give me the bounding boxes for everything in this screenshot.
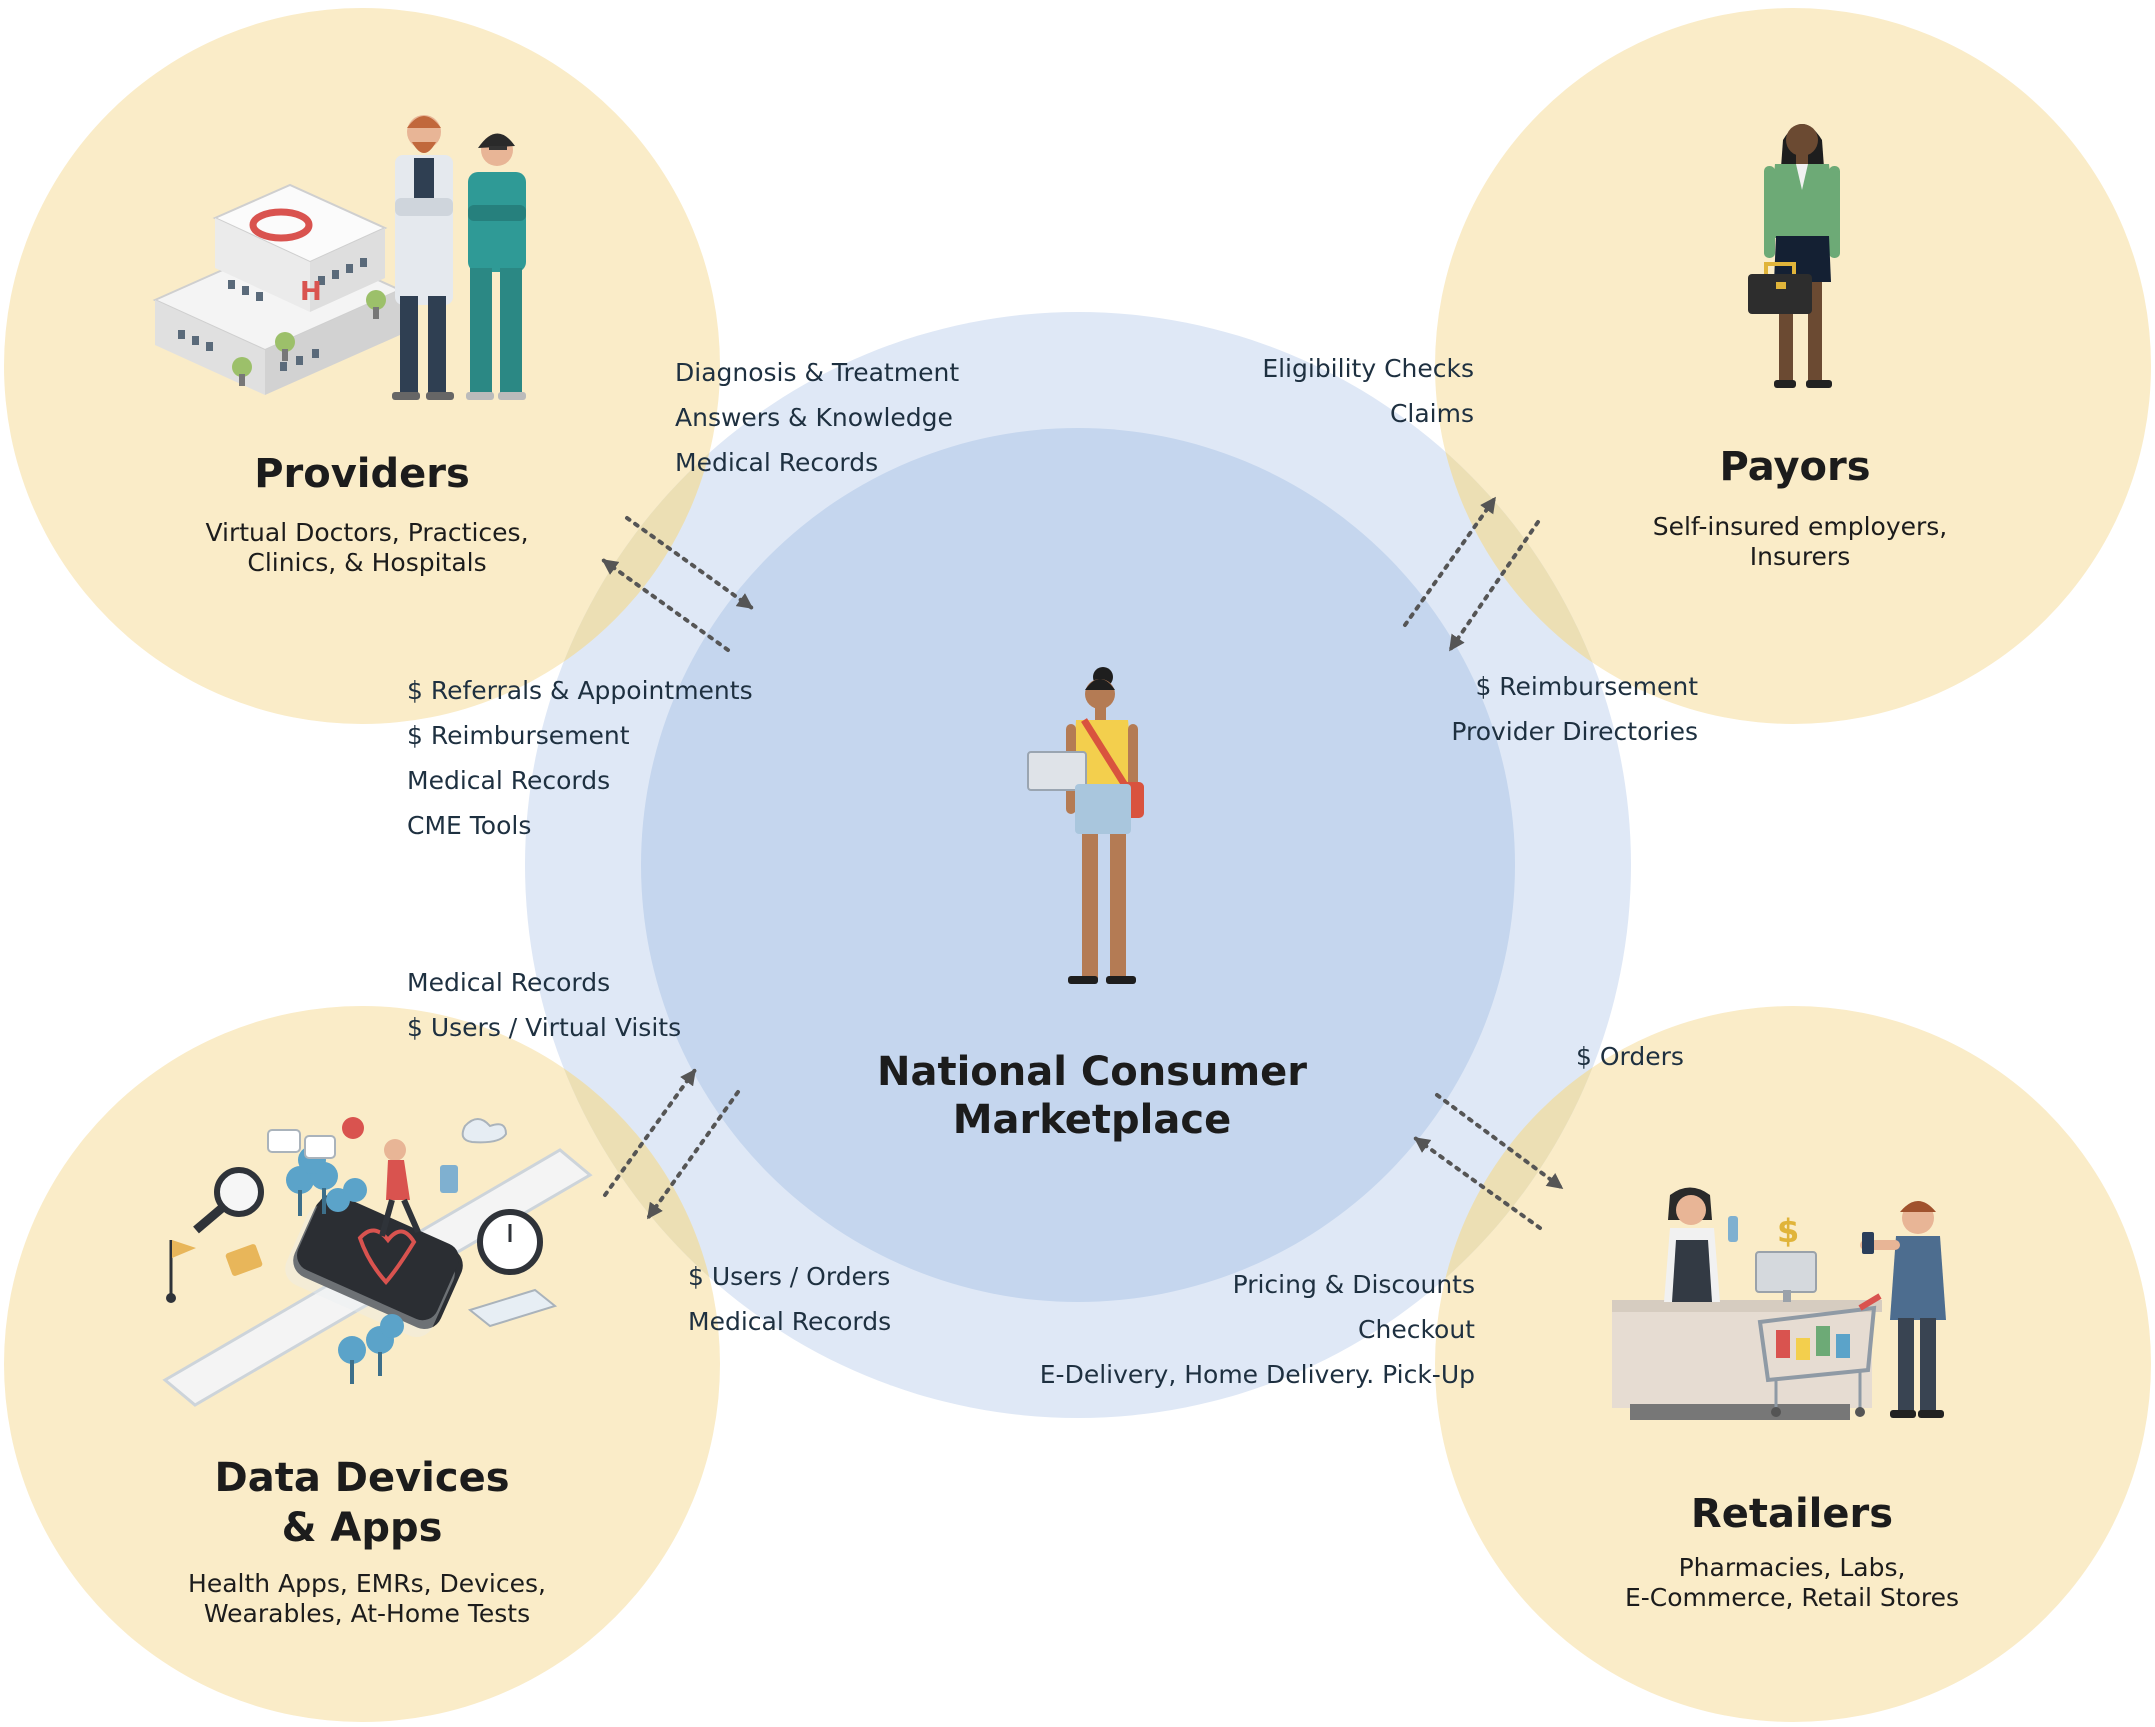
flow-item: Eligibility Checks <box>1262 354 1474 383</box>
providers-to-marketplace-arrow <box>625 516 754 610</box>
flow-item: Diagnosis & Treatment <box>675 358 960 387</box>
flow-item: Medical Records <box>407 968 611 997</box>
flow-item: Claims <box>1389 399 1474 428</box>
marketplace-to-payors-arrow <box>1403 496 1497 627</box>
svg-text:H: H <box>300 277 322 307</box>
providers-title: Providers <box>254 451 470 497</box>
businesswoman-briefcase-illustration <box>1748 124 1840 388</box>
marketplace-to-retailers-arrow <box>1435 1093 1564 1190</box>
marketplace-to-data-list: $ Users / Orders Medical Records <box>688 1254 891 1344</box>
data-to-marketplace-arrow <box>603 1068 697 1197</box>
marketplace-to-retailers-list: Pricing & Discounts Checkout E-Delivery,… <box>975 1262 1475 1397</box>
consumer-person-illustration <box>1027 667 1144 984</box>
checkout-counter-illustration: $ <box>1612 1187 1946 1420</box>
marketplace-to-providers-list: $ Referrals & Appointments $ Reimburseme… <box>407 668 753 848</box>
flow-item: Medical Records <box>407 766 611 795</box>
flow-item: $ Reimbursement <box>407 721 630 750</box>
retailers-to-marketplace-list: $ Orders <box>1576 1034 1684 1079</box>
marketplace-to-payors-list: $ Reimbursement Provider Directories <box>1398 664 1698 754</box>
flow-item: $ Reimbursement <box>1475 672 1698 701</box>
providers-to-marketplace-list: Diagnosis & Treatment Answers & Knowledg… <box>675 350 959 485</box>
data-devices-subtitle: Health Apps, EMRs, Devices, Wearables, A… <box>188 1569 546 1628</box>
payors-subtitle: Self-insured employers, Insurers <box>1652 512 1948 571</box>
marketplace-title: National Consumer Marketplace <box>876 1049 1308 1143</box>
flow-item: Medical Records <box>688 1307 892 1336</box>
flow-item: Answers & Knowledge <box>675 403 953 432</box>
flow-item: $ Users / Virtual Visits <box>407 1013 682 1042</box>
retailers-title: Retailers <box>1690 1491 1894 1537</box>
payors-title: Payors <box>1719 444 1871 490</box>
hospital-doctors-illustration: H <box>152 115 526 400</box>
marketplace-inner-circle <box>641 428 1515 1302</box>
marketplace-to-data-arrow <box>646 1090 740 1220</box>
payors-to-marketplace-arrow <box>1448 520 1540 652</box>
svg-text:$: $ <box>1777 1212 1799 1250</box>
retailers-to-marketplace-arrow <box>1413 1136 1542 1230</box>
marketplace-to-providers-arrow <box>601 558 730 652</box>
flow-item: Checkout <box>1358 1315 1475 1344</box>
retailers-subtitle: Pharmacies, Labs, E-Commerce, Retail Sto… <box>1624 1553 1960 1612</box>
providers-circle <box>4 8 720 724</box>
flow-item: CME Tools <box>407 811 532 840</box>
flow-item: E-Delivery, Home Delivery. Pick-Up <box>1039 1360 1475 1389</box>
flow-item: $ Referrals & Appointments <box>407 676 753 705</box>
flow-item: Medical Records <box>675 448 879 477</box>
flow-item: Provider Directories <box>1451 717 1698 746</box>
flow-item: Pricing & Discounts <box>1232 1270 1475 1299</box>
data-to-marketplace-list: Medical Records $ Users / Virtual Visits <box>407 960 681 1050</box>
payors-to-marketplace-list: Eligibility Checks Claims <box>1174 346 1474 436</box>
flow-item: $ Users / Orders <box>688 1262 891 1291</box>
flow-item: $ Orders <box>1576 1042 1684 1071</box>
providers-subtitle: Virtual Doctors, Practices, Clinics, & H… <box>205 518 529 577</box>
data-devices-title: Data Devices & Apps <box>214 1455 510 1551</box>
smartwatch-apps-illustration <box>162 1117 593 1407</box>
